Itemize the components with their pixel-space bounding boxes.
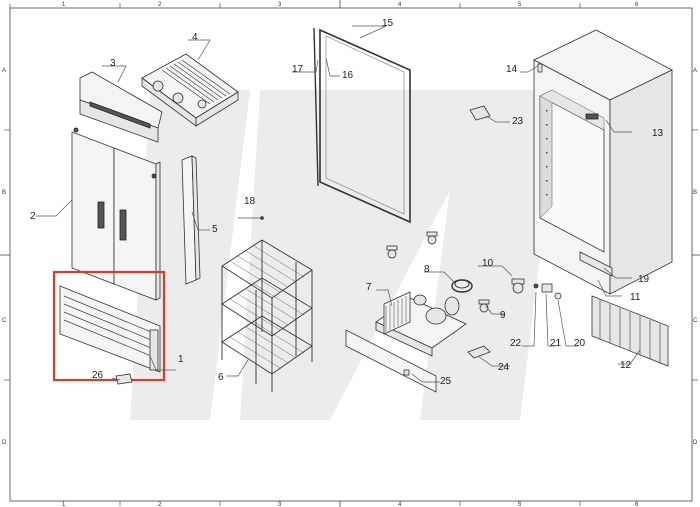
- grid-col-6-bottom: 6: [635, 502, 639, 507]
- callout-9[interactable]: 9: [500, 310, 506, 321]
- grid-col-3: 3: [278, 2, 282, 8]
- callout-11[interactable]: 11: [630, 292, 641, 303]
- callout-18[interactable]: 18: [244, 196, 256, 207]
- callout-23[interactable]: 23: [512, 116, 524, 127]
- part-6-wire-shelves[interactable]: [221, 239, 313, 392]
- callout-14[interactable]: 14: [506, 64, 518, 75]
- callout-8[interactable]: 8: [424, 264, 430, 275]
- callout-21[interactable]: 21: [550, 338, 562, 349]
- grid-row-d: D: [2, 440, 7, 446]
- grid-col-4: 4: [398, 2, 402, 8]
- grid-col-5-bottom: 5: [518, 502, 522, 507]
- callout-6[interactable]: 6: [218, 372, 224, 383]
- callout-12[interactable]: 12: [620, 360, 632, 371]
- callout-20[interactable]: 20: [574, 338, 586, 349]
- part-9-caster[interactable]: [478, 299, 490, 313]
- callout-1[interactable]: 1: [178, 354, 184, 365]
- part-3-top-trim[interactable]: [79, 71, 163, 143]
- grid-row-labels: A B C D A B C D: [2, 68, 698, 446]
- callout-26[interactable]: 26: [92, 370, 104, 381]
- part-7-condensing-unit[interactable]: [375, 291, 467, 357]
- grid-row-d-right: D: [693, 440, 698, 446]
- selected-part-highlight: [52, 270, 166, 382]
- leader-lines: [36, 25, 641, 383]
- callout-5[interactable]: 5: [212, 224, 218, 235]
- grid-column-labels: 1 2 3 4 5 6 1 2 3 4 5 6: [62, 2, 639, 507]
- part-15-16-17-gasket-frame[interactable]: [313, 27, 411, 224]
- part-23-bracket[interactable]: [469, 105, 491, 121]
- callout-17[interactable]: 17: [292, 64, 304, 75]
- grid-col-3-bottom: 3: [278, 502, 282, 507]
- callout-13[interactable]: 13: [652, 128, 664, 139]
- caster-wheels[interactable]: [386, 231, 525, 313]
- grid-row-c: C: [2, 318, 7, 324]
- callout-2[interactable]: 2: [30, 211, 36, 222]
- part-4-evaporator-tray[interactable]: [141, 53, 239, 127]
- grid-row-c-right: C: [693, 318, 698, 324]
- part-26-clip[interactable]: [115, 373, 133, 385]
- grid-col-2-bottom: 2: [158, 502, 162, 507]
- part-20-knob[interactable]: [554, 292, 562, 300]
- part-21-switch[interactable]: [541, 283, 553, 293]
- callout-15[interactable]: 15: [382, 18, 394, 29]
- grid-row-a: A: [2, 68, 6, 74]
- callout-16[interactable]: 16: [342, 70, 354, 81]
- part-1-bottom-grille[interactable]: [59, 285, 161, 373]
- callout-7[interactable]: 7: [366, 282, 372, 293]
- callout-3[interactable]: 3: [110, 58, 116, 69]
- grid-col-2: 2: [158, 2, 162, 8]
- grid-col-1-bottom: 1: [62, 502, 66, 507]
- callout-22[interactable]: 22: [510, 338, 522, 349]
- callout-24[interactable]: 24: [498, 362, 510, 373]
- callout-19[interactable]: 19: [638, 274, 650, 285]
- grid-col-1: 1: [62, 2, 66, 8]
- callout-25[interactable]: 25: [440, 376, 452, 387]
- part-5-mullion-post[interactable]: [181, 155, 201, 285]
- grid-row-b-right: B: [693, 190, 697, 196]
- grid-col-6: 6: [635, 2, 639, 8]
- part-22-sensor[interactable]: [533, 283, 539, 289]
- part-24-cover[interactable]: [467, 345, 491, 359]
- grid-col-5: 5: [518, 2, 522, 8]
- callout-labels: 1 2 3 4 5 6 7 8 9 10 11 12 13 14 15 16 1…: [30, 18, 664, 387]
- part-2-double-doors[interactable]: [71, 127, 161, 301]
- part-12-rear-grille[interactable]: [591, 295, 669, 367]
- grid-col-4-bottom: 4: [398, 502, 402, 507]
- part-25-front-panel[interactable]: [345, 329, 437, 393]
- grid-row-a-right: A: [693, 68, 697, 74]
- part-8-power-cord[interactable]: [451, 279, 473, 293]
- callout-4[interactable]: 4: [192, 32, 198, 43]
- part-10-caster[interactable]: [511, 278, 525, 294]
- grid-row-b: B: [2, 190, 6, 196]
- part-13-cabinet[interactable]: [533, 29, 673, 295]
- callout-10[interactable]: 10: [482, 258, 494, 269]
